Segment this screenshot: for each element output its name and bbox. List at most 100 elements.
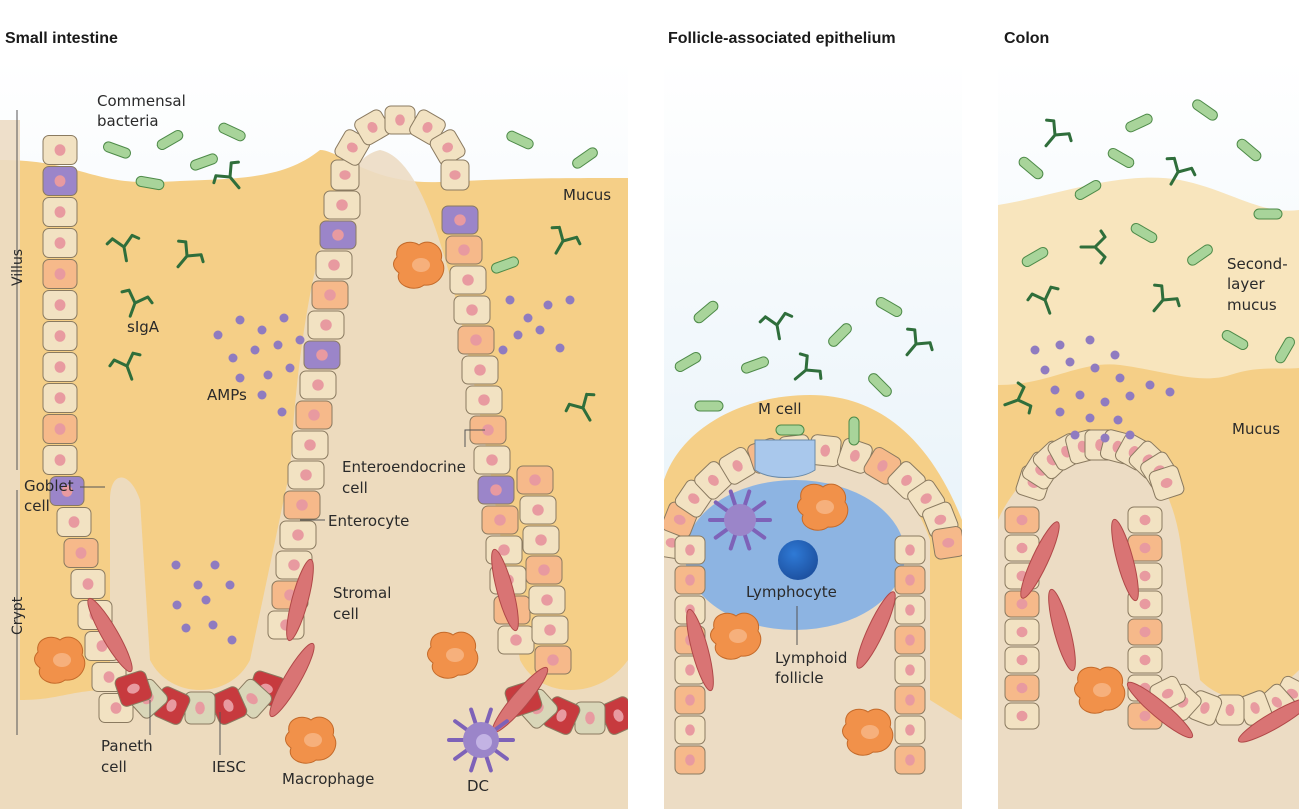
bacterium (775, 424, 805, 436)
label-goblet-1: Goblet (24, 477, 74, 495)
bacterium (1253, 208, 1283, 220)
goblet-cell (42, 166, 78, 196)
label-m-cell: M cell (758, 400, 802, 418)
bacterium (674, 352, 702, 372)
macrophage (34, 636, 86, 684)
amp-particle (210, 560, 220, 570)
label-dc: DC (467, 777, 490, 795)
enterocyte-cell (42, 321, 78, 351)
colon-cell (1127, 646, 1163, 674)
fae-cell (894, 565, 926, 595)
label-amps: AMPs (207, 386, 247, 404)
enterocyte-cell (453, 295, 491, 325)
bacterium (848, 416, 860, 446)
bacterium (1236, 138, 1262, 162)
bacterium (828, 323, 852, 347)
fae-cell (674, 565, 706, 595)
amp-particle (523, 313, 533, 323)
siga-antibody (564, 392, 596, 422)
bacterium (1192, 99, 1218, 121)
label-enteroendocrine-1: Enteroendocrine (342, 458, 466, 476)
label-sIgA: sIgA (127, 318, 160, 336)
amp-particle (263, 370, 273, 380)
enterocyte-cell (409, 109, 446, 146)
amp-particle (171, 560, 181, 570)
enterocyte-cell (519, 495, 557, 525)
label-commensal-1: Commensal (97, 92, 186, 110)
fae-cell (674, 535, 706, 565)
label-mucus: Mucus (563, 186, 612, 204)
small-intestine-panel (0, 60, 628, 809)
amp-particle (213, 330, 223, 340)
bacterium (103, 141, 131, 159)
macrophage (427, 631, 479, 679)
fae-cell (718, 447, 757, 485)
enterocyte-cell (295, 400, 333, 430)
label-stromal-2: cell (333, 605, 359, 623)
enterocyte-cell (445, 235, 483, 265)
bacterium (1021, 247, 1049, 267)
amp-particle (235, 373, 245, 383)
label-commensal-2: bacteria (97, 112, 159, 130)
colon-cell (1215, 694, 1245, 726)
amp-particle (1100, 397, 1110, 407)
dendritic-cell (708, 489, 772, 551)
bacterium (135, 175, 165, 191)
macrophage (710, 612, 762, 660)
amp-particle (1065, 357, 1075, 367)
enterocyte-cell (287, 460, 325, 490)
amp-particle (277, 407, 287, 417)
colon-cell (1148, 465, 1185, 501)
enterocyte-cell (42, 228, 78, 258)
amp-particle (193, 580, 203, 590)
bacterium (156, 130, 184, 150)
amp-particle (1125, 391, 1135, 401)
fae-cell (894, 625, 926, 655)
bacterium (218, 122, 246, 142)
stromal-cell (686, 608, 714, 692)
bacterium (1125, 113, 1153, 133)
bacterium (1221, 330, 1249, 350)
amp-particle (1085, 413, 1095, 423)
enterocyte-cell (311, 280, 349, 310)
enterocyte-cell (299, 370, 337, 400)
macrophage (393, 241, 445, 289)
label-enteroendocrine-2: cell (342, 479, 368, 497)
bacterium (491, 256, 519, 274)
fae-cell (894, 535, 926, 565)
siga-antibody (1003, 381, 1033, 415)
amp-particle (1050, 385, 1060, 395)
siga-antibody (212, 160, 241, 190)
label-lymphocyte: Lymphocyte (746, 583, 837, 601)
enterocyte-cell (42, 135, 78, 165)
bacterium (1107, 148, 1135, 168)
lymphocyte-cell (778, 540, 818, 580)
fae-cell (674, 685, 706, 715)
siga-antibody (108, 351, 142, 381)
amp-particle (227, 635, 237, 645)
label-stromal-1: Stromal (333, 584, 392, 602)
colon-cell (1127, 618, 1163, 646)
amp-particle (565, 295, 575, 305)
siga-antibody (1026, 285, 1060, 315)
colon-cell (1004, 646, 1040, 674)
amp-particle (172, 600, 182, 610)
label-crypt: Crypt (10, 596, 26, 635)
fae-cell (894, 745, 926, 775)
stromal-cell (1111, 518, 1139, 602)
enterocyte-cell (63, 538, 99, 568)
stromal-cell (87, 597, 133, 673)
amp-particle (285, 363, 295, 373)
label-macrophage: Macrophage (282, 770, 375, 788)
bacterium (875, 297, 903, 317)
enterocyte-cell (516, 465, 554, 495)
goblet-cell (49, 476, 85, 506)
enterocyte-cell (42, 414, 78, 444)
bacterium (506, 130, 534, 150)
amp-particle (1075, 390, 1085, 400)
iesc-cell (184, 691, 216, 725)
enterocyte-cell (522, 525, 560, 555)
amp-particle (225, 580, 235, 590)
enterocyte-cell (534, 645, 572, 675)
macrophage (842, 708, 894, 756)
